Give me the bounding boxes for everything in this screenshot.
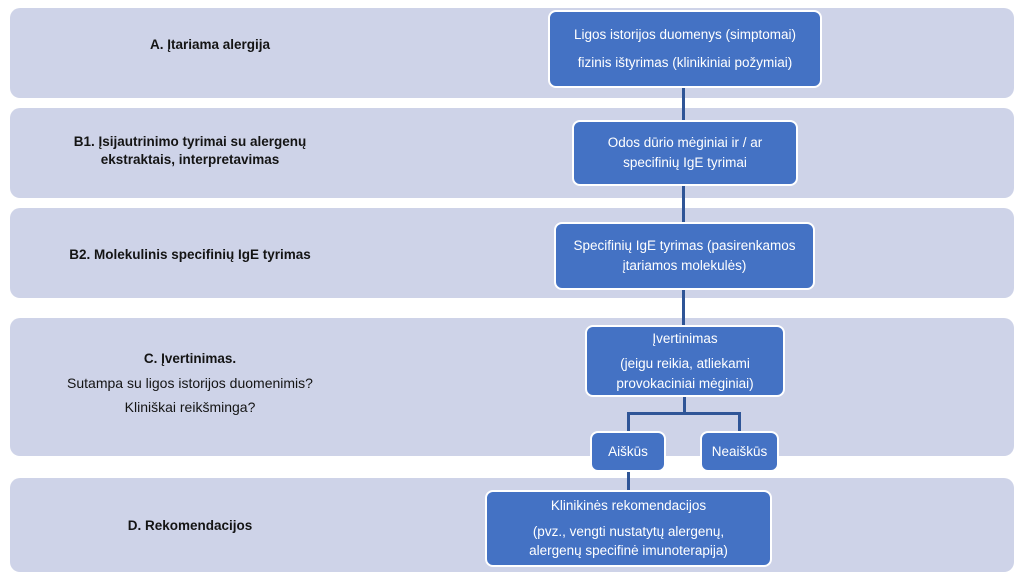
stage-b1-title: B1. Įsijautrinimo tyrimai su alergenų: [73, 134, 307, 149]
node-evaluation-line-1: Įvertinimas: [652, 330, 718, 346]
connector-branch-right: [738, 412, 741, 433]
connector-history-to-skinprick: [682, 86, 685, 122]
stage-label-b2: B2. Molekulinis specifinių IgE tyrimas: [0, 246, 380, 264]
node-evaluation-line-3: provokaciniai mėginiai): [616, 375, 754, 391]
stage-c-question-1: Sutampa su ligos istorijos duomenimis?: [67, 374, 313, 391]
stage-label-a: A. Įtariama alergija: [20, 36, 400, 54]
band-stage-b2: [10, 208, 1014, 298]
node-result-clear[interactable]: Aiškūs: [590, 431, 666, 472]
stage-label-b1: B1. Įsijautrinimo tyrimai su alergenų ek…: [0, 133, 380, 169]
connector-branch-left: [627, 412, 630, 433]
node-clinical-recommendations[interactable]: Klinikinės rekomendacijos (pvz., vengti …: [485, 490, 772, 567]
band-stage-a: [10, 8, 1014, 98]
stage-c-title: C. Įvertinimas.: [143, 351, 237, 366]
node-skin-prick-line-1: Odos dūrio mėginiai ir / ar: [607, 135, 763, 151]
stage-b2-title: B2. Molekulinis specifinių IgE tyrimas: [69, 247, 311, 262]
stage-d-title: D. Rekomendacijos: [127, 518, 253, 533]
connector-evaluation-stem: [683, 395, 686, 413]
node-molecular-line-1: Specifinių IgE tyrimas (pasirenkamos: [573, 238, 796, 254]
node-skin-prick-line-2: specifinių IgE tyrimai: [623, 155, 747, 170]
band-stage-c: [10, 318, 1014, 456]
stage-label-c: C. Įvertinimas. Sutampa su ligos istorij…: [0, 350, 380, 417]
node-recommendations-line-2: (pvz., vengti nustatytų alergenų,: [532, 523, 725, 539]
node-evaluation-line-2: (jeigu reikia, atliekami: [620, 356, 750, 372]
node-history-and-exam[interactable]: Ligos istorijos duomenys (simptomai) fiz…: [548, 10, 822, 88]
connector-skinprick-to-molecular: [682, 184, 685, 224]
stage-label-d: D. Rekomendacijos: [0, 517, 380, 535]
node-clear-label: Aiškūs: [608, 443, 648, 459]
connector-branch-bar: [627, 412, 740, 415]
node-evaluation[interactable]: Įvertinimas (jeigu reikia, atliekami pro…: [585, 325, 785, 397]
stage-a-title: A. Įtariama alergija: [149, 37, 271, 52]
connector-clear-to-recommendations: [627, 470, 630, 492]
node-recommendations-line-1: Klinikinės rekomendacijos: [550, 498, 707, 514]
node-unclear-label: Neaiškūs: [711, 443, 768, 459]
node-history-line-2: fizinis ištyrimas (klinikiniai požymiai): [577, 55, 793, 70]
node-molecular-line-2: įtariamos molekulės): [622, 258, 747, 273]
stage-b1-title-line2: ekstraktais, interpretavimas: [100, 151, 280, 167]
stage-c-question-2: Kliniškai reikšminga?: [124, 399, 256, 416]
node-molecular-ige-test[interactable]: Specifinių IgE tyrimas (pasirenkamos įta…: [554, 222, 815, 290]
band-stage-b1: [10, 108, 1014, 198]
node-skin-prick-test[interactable]: Odos dūrio mėginiai ir / ar specifinių I…: [572, 120, 798, 186]
node-recommendations-line-3: alergenų specifinė imunoterapija): [529, 543, 728, 559]
connector-molecular-to-evaluation: [682, 288, 685, 327]
node-history-line-1: Ligos istorijos duomenys (simptomai): [573, 27, 797, 43]
node-result-unclear[interactable]: Neaiškūs: [700, 431, 779, 472]
